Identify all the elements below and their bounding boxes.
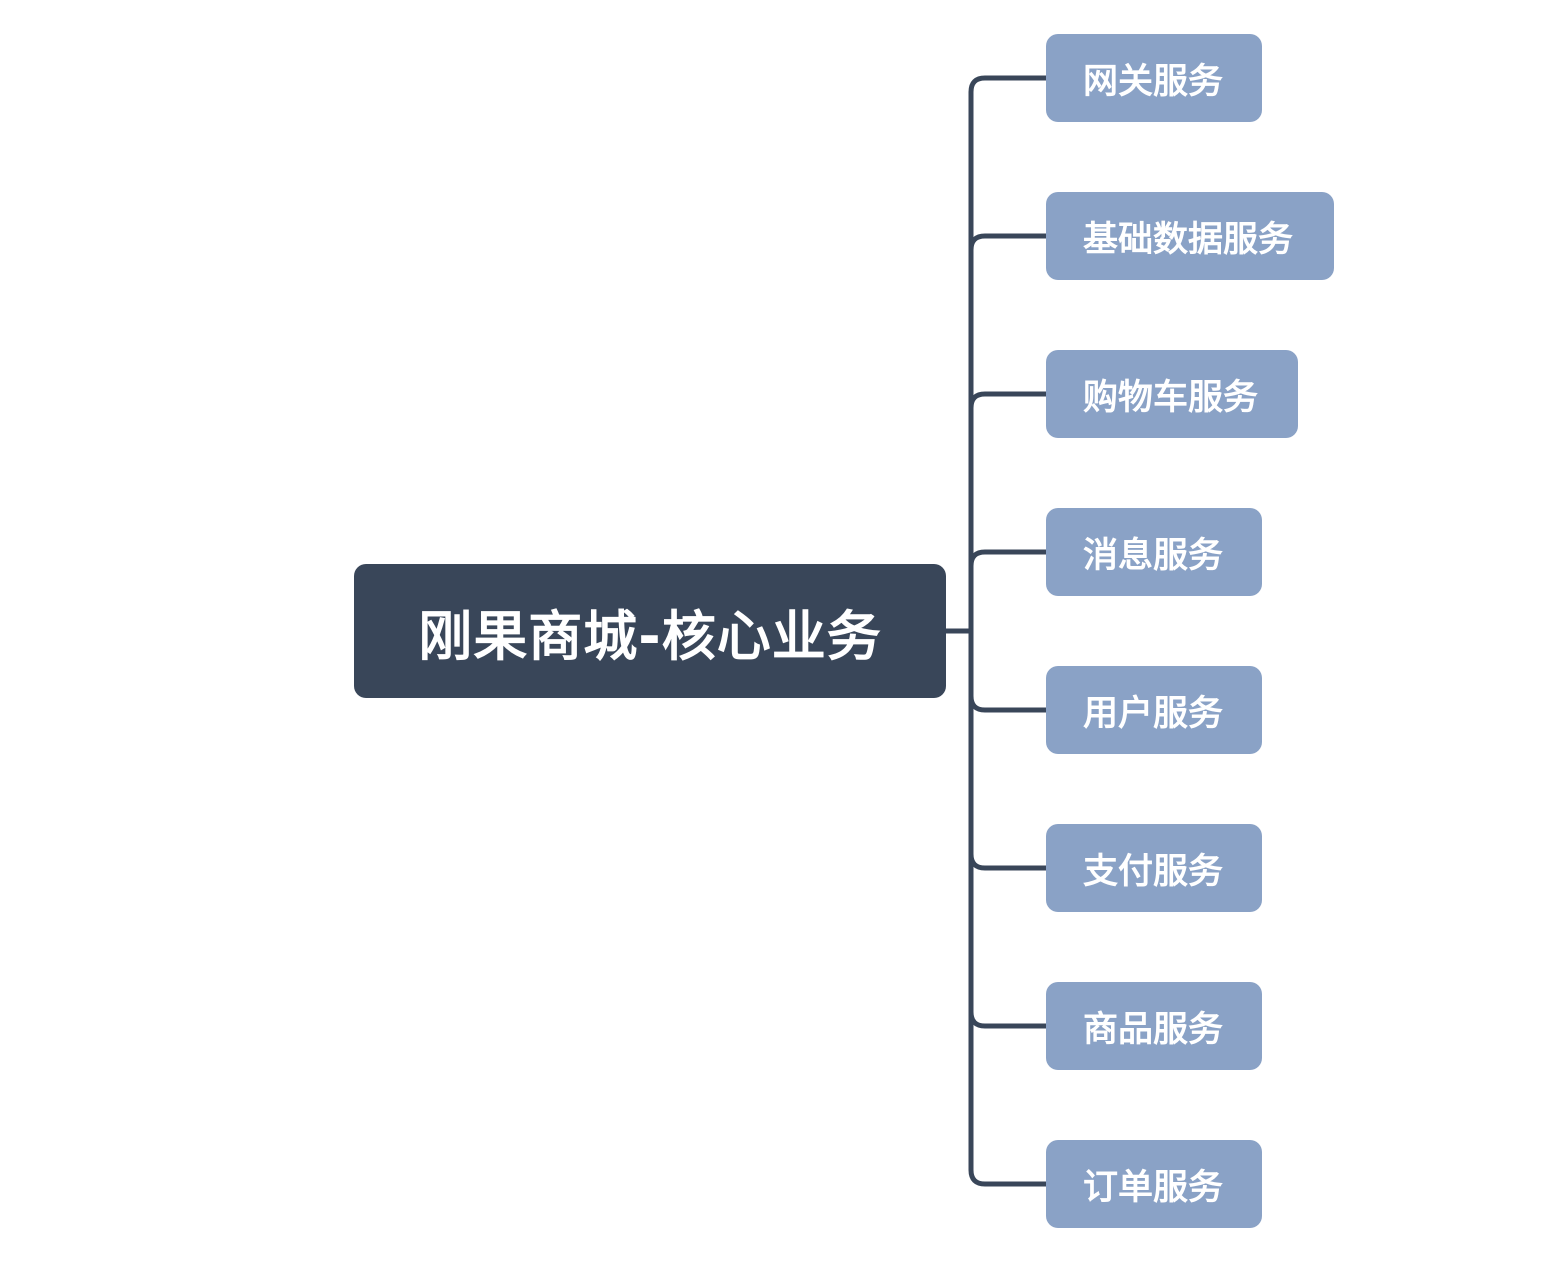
child-topic-label: 消息服务 — [1083, 535, 1224, 576]
child-topic-node[interactable]: 支付服务 — [1046, 824, 1262, 912]
child-topic-node[interactable]: 基础数据服务 — [1046, 192, 1334, 280]
branch-connector-2 — [968, 391, 1049, 411]
child-topic-label: 购物车服务 — [1083, 377, 1259, 418]
child-topic-label: 商品服务 — [1083, 1009, 1224, 1050]
branch-connector-0 — [968, 75, 1049, 634]
child-topic-label: 订单服务 — [1083, 1167, 1224, 1208]
child-topic-node[interactable]: 购物车服务 — [1046, 350, 1298, 438]
branch-connector-3 — [968, 549, 1049, 569]
child-topic-node[interactable]: 网关服务 — [1046, 34, 1262, 122]
child-topic-label: 网关服务 — [1083, 61, 1224, 102]
root-topic-node[interactable]: 刚果商城-核心业务 — [354, 564, 946, 698]
child-topic-label: 用户服务 — [1083, 693, 1224, 734]
child-topic-label: 支付服务 — [1083, 851, 1224, 892]
child-topic-node[interactable]: 商品服务 — [1046, 982, 1262, 1070]
branch-connector-1 — [968, 233, 1049, 253]
root-topic-label: 刚果商城-核心业务 — [418, 604, 882, 668]
child-topic-node[interactable]: 用户服务 — [1046, 666, 1262, 754]
branch-connector-6 — [968, 1009, 1049, 1029]
branch-connector-4 — [968, 693, 1049, 713]
branch-connector-5 — [968, 851, 1049, 871]
branch-connector-7 — [968, 628, 1049, 1187]
child-topic-node[interactable]: 订单服务 — [1046, 1140, 1262, 1228]
child-topic-node[interactable]: 消息服务 — [1046, 508, 1262, 596]
child-topic-label: 基础数据服务 — [1083, 219, 1294, 260]
